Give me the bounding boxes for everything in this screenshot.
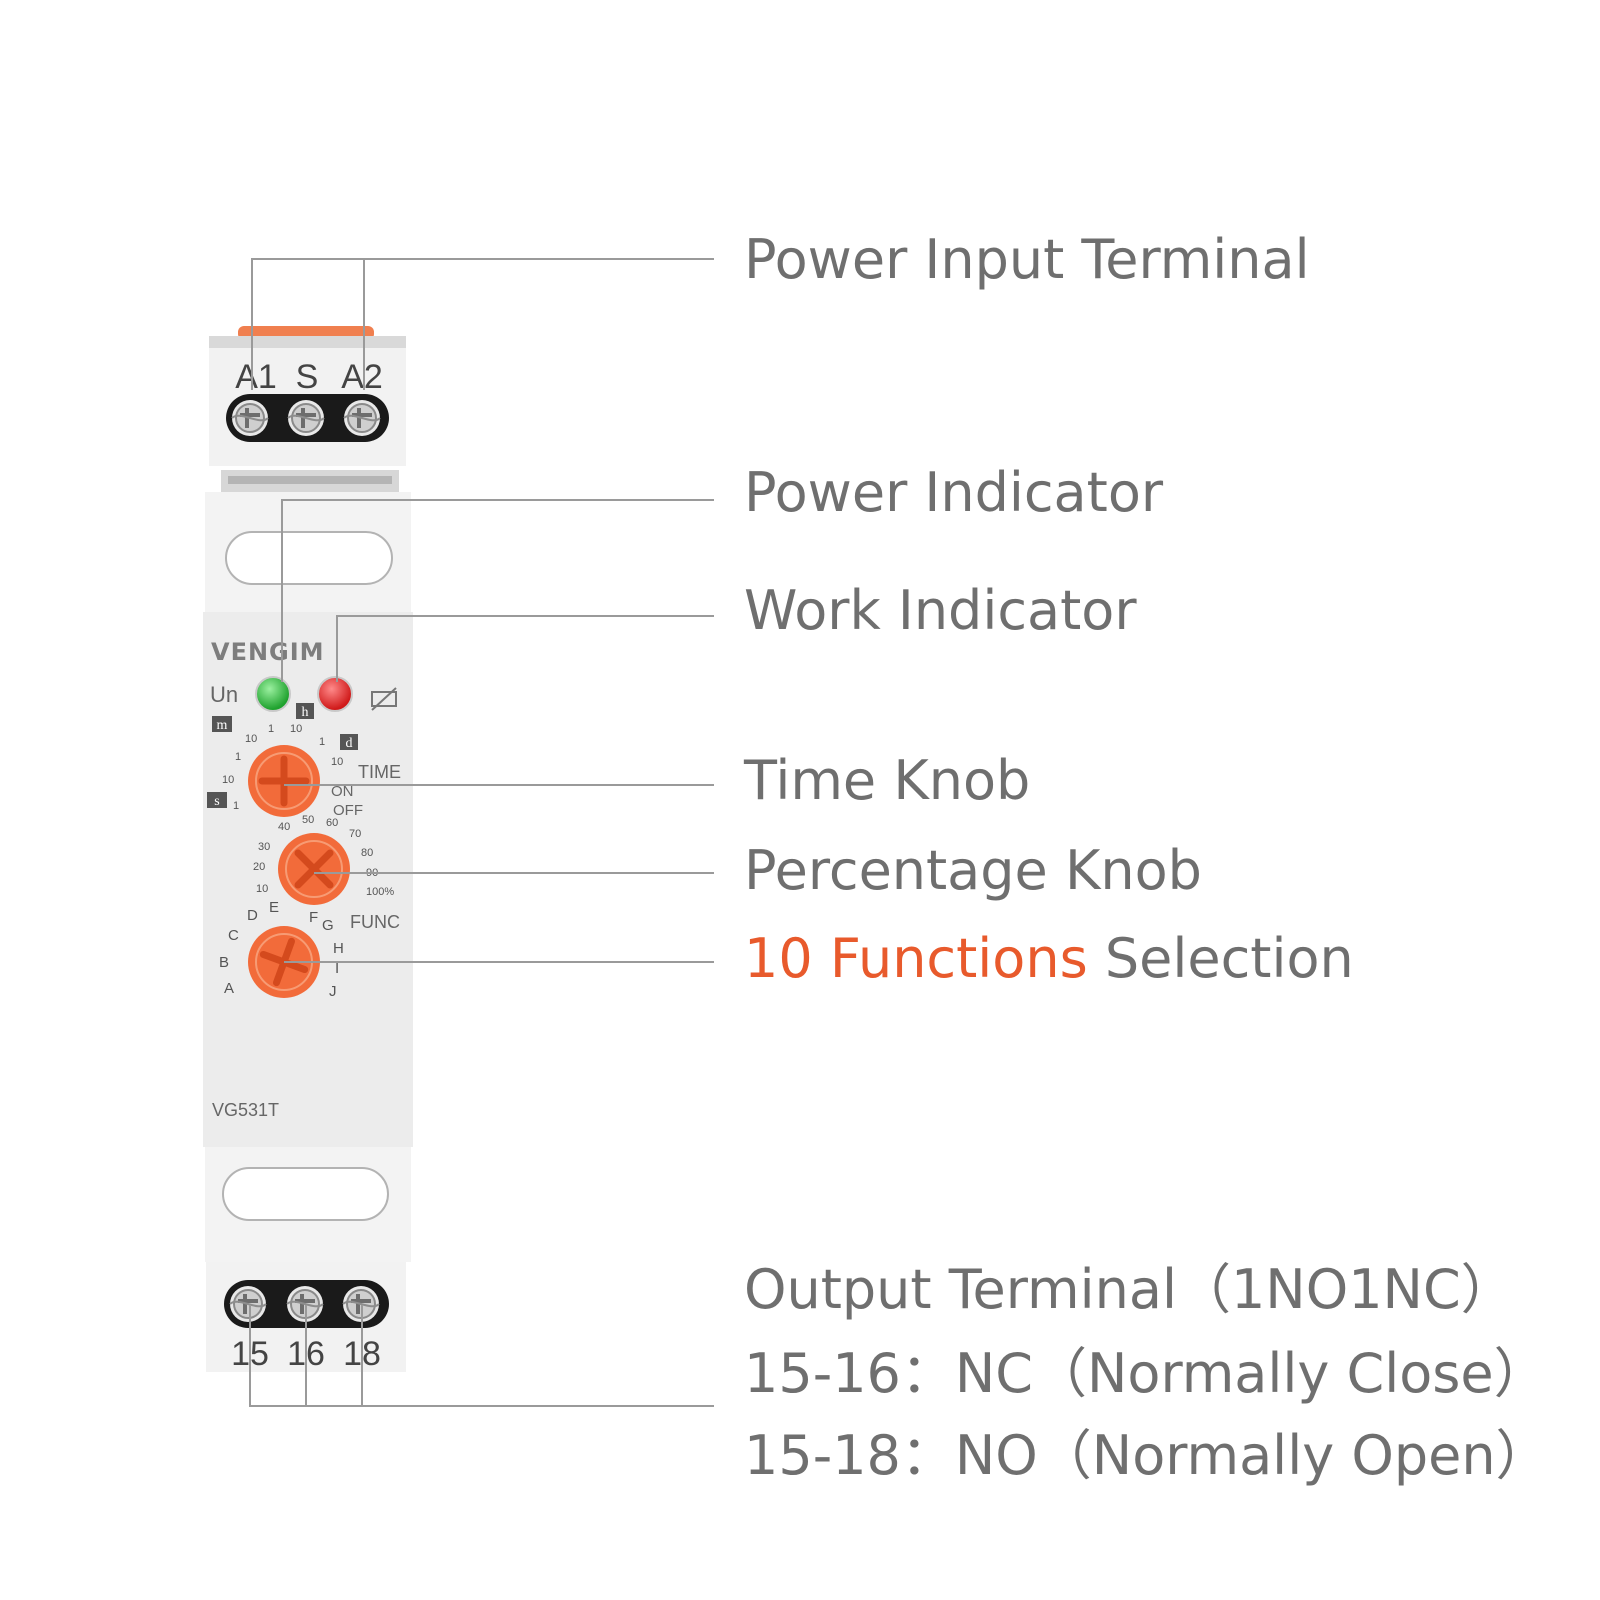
time-scale-label: 1 [233, 800, 239, 812]
percentage-knob[interactable] [278, 833, 350, 905]
callout-percentage-knob: Percentage Knob [744, 839, 1202, 902]
functions-highlight: 10 Functions [744, 927, 1088, 990]
percent-scale-label: 20 [253, 861, 265, 873]
time-knob[interactable] [248, 745, 320, 817]
time-scale-label: 1 [268, 723, 274, 735]
upper-window [225, 531, 393, 585]
time-scale-label: 10 [290, 723, 302, 735]
time-mode-off-label: OFF [333, 802, 363, 819]
func-letter: F [309, 909, 318, 926]
relay-coil-icon [371, 687, 397, 711]
terminal-label-a2: A2 [341, 358, 383, 396]
func-letter: H [333, 940, 344, 957]
leader-power-input [251, 258, 714, 390]
brand-logo: VENGIM [211, 638, 325, 666]
leader-lines [249, 258, 714, 1407]
percent-scale-label: 100% [366, 886, 394, 898]
time-scale-label: 10 [245, 733, 257, 745]
func-label: FUNC [350, 912, 400, 932]
func-letter: E [269, 899, 279, 916]
screw-a2-icon [342, 398, 382, 438]
func-letter: B [219, 954, 229, 971]
time-mode-on-label: ON [331, 783, 354, 800]
callout-work-indicator: Work Indicator [744, 579, 1137, 642]
func-letter: G [322, 917, 334, 934]
callout-output-terminal: Output Terminal（1NO1NC） [744, 1258, 1515, 1321]
percent-scale-label: 10 [256, 883, 268, 895]
leader-power-indicator [281, 499, 714, 682]
func-letter: D [247, 907, 258, 924]
leader-work-indicator [336, 615, 714, 682]
callout-output-no: 15-18：NO（Normally Open） [744, 1424, 1550, 1487]
unit-label-d: d [346, 736, 353, 751]
callout-power-input-terminal: Power Input Terminal [744, 228, 1310, 291]
functions-rest: Selection [1087, 927, 1354, 990]
callout-output-nc: 15-16：NC（Normally Close） [744, 1342, 1548, 1405]
percent-scale-label: 60 [326, 817, 338, 829]
power-led-icon [255, 676, 291, 712]
time-scale-label: 10 [331, 756, 343, 768]
unit-label-s: s [214, 794, 219, 809]
func-letter: J [329, 983, 337, 1000]
callout-functions-selection: 10 Functions Selection [744, 932, 1354, 986]
callout-power-indicator: Power Indicator [744, 461, 1164, 524]
relay-device: A1 S A2 VENGIM Un m h d s 10 [203, 326, 413, 1373]
percent-scale-label: 30 [258, 841, 270, 853]
func-letter: C [228, 927, 239, 944]
time-mode-label: TIME [358, 762, 401, 782]
screw-a1-icon [230, 398, 270, 438]
terminal-label-a1: A1 [235, 358, 277, 396]
time-scale-label: 1 [235, 751, 241, 763]
percent-scale-label: 40 [278, 821, 290, 833]
screw-15-icon [228, 1284, 268, 1324]
percent-scale-label: 50 [302, 814, 314, 826]
screw-s-icon [286, 398, 326, 438]
model-label: VG531T [212, 1100, 279, 1120]
leader-output-terminal [249, 1305, 714, 1407]
power-indicator-label: Un [210, 682, 238, 707]
unit-label-m: m [217, 718, 228, 733]
time-scale-label: 1 [319, 736, 325, 748]
work-led-icon [317, 676, 353, 712]
func-letter: A [224, 980, 234, 997]
func-letter: I [335, 960, 339, 977]
percent-scale-label: 80 [361, 847, 373, 859]
callout-time-knob: Time Knob [744, 749, 1031, 812]
percent-scale-label: 70 [349, 828, 361, 840]
terminal-label-s: S [296, 358, 319, 396]
lower-window [222, 1167, 389, 1221]
unit-label-h: h [302, 705, 309, 720]
time-scale-label: 10 [222, 774, 234, 786]
